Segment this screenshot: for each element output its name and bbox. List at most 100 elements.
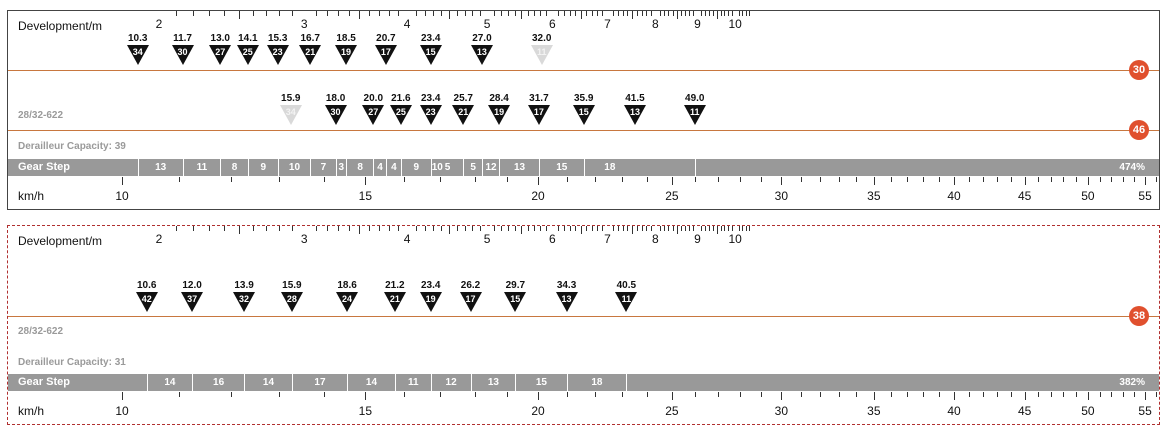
- development-tick: [731, 226, 733, 231]
- speed-tick: [122, 177, 123, 185]
- speed-tick: [1063, 392, 1065, 397]
- cog-triangle-icon: 27: [362, 105, 385, 125]
- development-tick: [348, 11, 350, 16]
- development-tick-label: 7: [604, 232, 611, 246]
- speed-axis-label: km/h: [18, 404, 45, 418]
- gear-development-value: 26.2: [460, 280, 481, 291]
- speed-tick: [1075, 392, 1077, 397]
- speed-tick: [1011, 392, 1013, 397]
- speed-tick: [179, 392, 181, 397]
- gear-development-value: 35.9: [573, 93, 594, 104]
- speed-tick: [1155, 392, 1157, 397]
- gear-marker[interactable]: 23.4 15: [416, 33, 446, 65]
- speed-tick: [923, 177, 925, 182]
- development-tick: [415, 11, 417, 16]
- development-tick: [398, 226, 400, 231]
- chainring-teeth-badge[interactable]: 38: [1129, 306, 1149, 326]
- cog-triangle-icon: 13: [555, 292, 578, 312]
- gear-step-segment: 10: [277, 159, 311, 176]
- development-tick: [379, 11, 381, 16]
- gear-development-value: 23.4: [420, 280, 441, 291]
- development-tick: [279, 11, 281, 16]
- cog-teeth-label: 15: [425, 47, 436, 57]
- tire-size-label: 28/32-622: [18, 326, 64, 337]
- gear-development-value: 23.4: [420, 33, 441, 44]
- development-tick: [591, 226, 593, 231]
- gear-marker[interactable]: 23.4 19: [416, 280, 446, 312]
- development-tick: [292, 226, 294, 231]
- speed-tick: [231, 392, 233, 397]
- speed-tick: [907, 392, 909, 397]
- development-tick: [521, 11, 523, 19]
- development-tick: [676, 226, 678, 234]
- development-tick-label: 4: [403, 17, 411, 31]
- development-tick: [327, 11, 329, 16]
- speed-tick: [1011, 177, 1013, 182]
- development-tick: [668, 226, 670, 231]
- speed-tick: [507, 392, 509, 397]
- development-tick: [433, 226, 435, 231]
- development-tick: [685, 226, 687, 231]
- chainring-teeth-badge[interactable]: 46: [1129, 120, 1149, 140]
- development-tick: [398, 11, 400, 16]
- development-tick: [627, 226, 629, 231]
- gear-development-value: 28.4: [489, 93, 509, 104]
- development-tick: [659, 226, 661, 231]
- speed-tick: [179, 177, 181, 182]
- chainring-line: [8, 316, 1159, 317]
- gear-step-segment: 11: [394, 374, 431, 391]
- speed-tick: [873, 392, 875, 400]
- cog-teeth-label: 19: [425, 294, 436, 304]
- development-tick: [689, 226, 691, 231]
- speed-tick-label: 30: [774, 404, 789, 418]
- speed-tick: [507, 177, 509, 182]
- development-tick: [238, 226, 240, 234]
- development-tick: [479, 226, 481, 231]
- speed-tick: [365, 177, 367, 185]
- development-tick: [359, 226, 361, 234]
- development-tick-label: 8: [651, 17, 659, 31]
- cog-triangle-icon: 15: [419, 45, 442, 65]
- gear-step-segment: 17: [291, 374, 347, 391]
- speed-tick: [279, 392, 281, 397]
- cog-teeth-label: 28: [286, 294, 297, 304]
- chainring-teeth-badge[interactable]: 30: [1129, 60, 1149, 80]
- development-tick: [424, 226, 426, 231]
- development-tick: [742, 226, 744, 231]
- development-tick: [586, 226, 588, 231]
- development-tick: [176, 11, 178, 16]
- development-tick-label: 8: [651, 232, 659, 246]
